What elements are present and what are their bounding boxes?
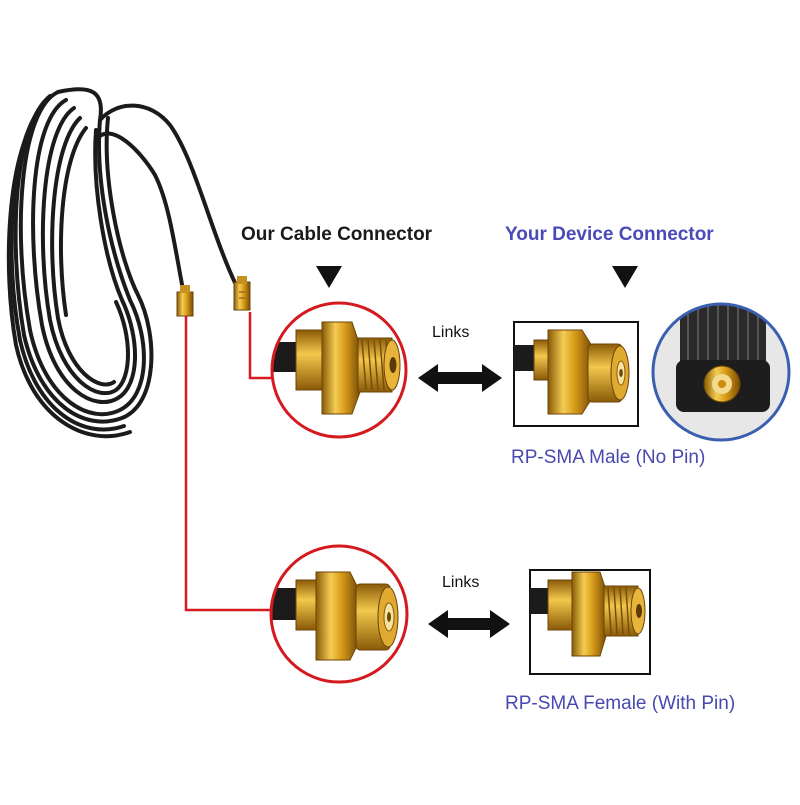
rp-sma-male-caption: RP-SMA Male (No Pin) [511, 447, 706, 468]
double-arrow-bottom [428, 610, 510, 638]
device-connector-heading: Your Device Connector [505, 224, 714, 245]
down-triangle-right [612, 266, 638, 288]
links-label-bottom: Links [442, 574, 480, 591]
red-callout-lines [184, 312, 272, 612]
female-connector-closeup-top [272, 303, 406, 437]
cable-connector-heading: Our Cable Connector [241, 224, 433, 245]
blue-circle-antenna [651, 302, 791, 442]
rp-sma-female-caption: RP-SMA Female (With Pin) [505, 693, 736, 714]
device-male-connector [514, 329, 630, 415]
red-circle-top [270, 301, 408, 439]
double-arrow-top [418, 364, 502, 392]
male-connector-closeup-bottom [271, 546, 407, 682]
antenna-closeup [653, 304, 789, 440]
links-label-top: Links [432, 324, 470, 341]
device-female-connector [530, 571, 646, 657]
down-triangle-left [316, 266, 342, 288]
cable-connector-ends [176, 276, 251, 317]
red-circle-bottom [269, 544, 409, 684]
coiled-cable [6, 87, 238, 439]
